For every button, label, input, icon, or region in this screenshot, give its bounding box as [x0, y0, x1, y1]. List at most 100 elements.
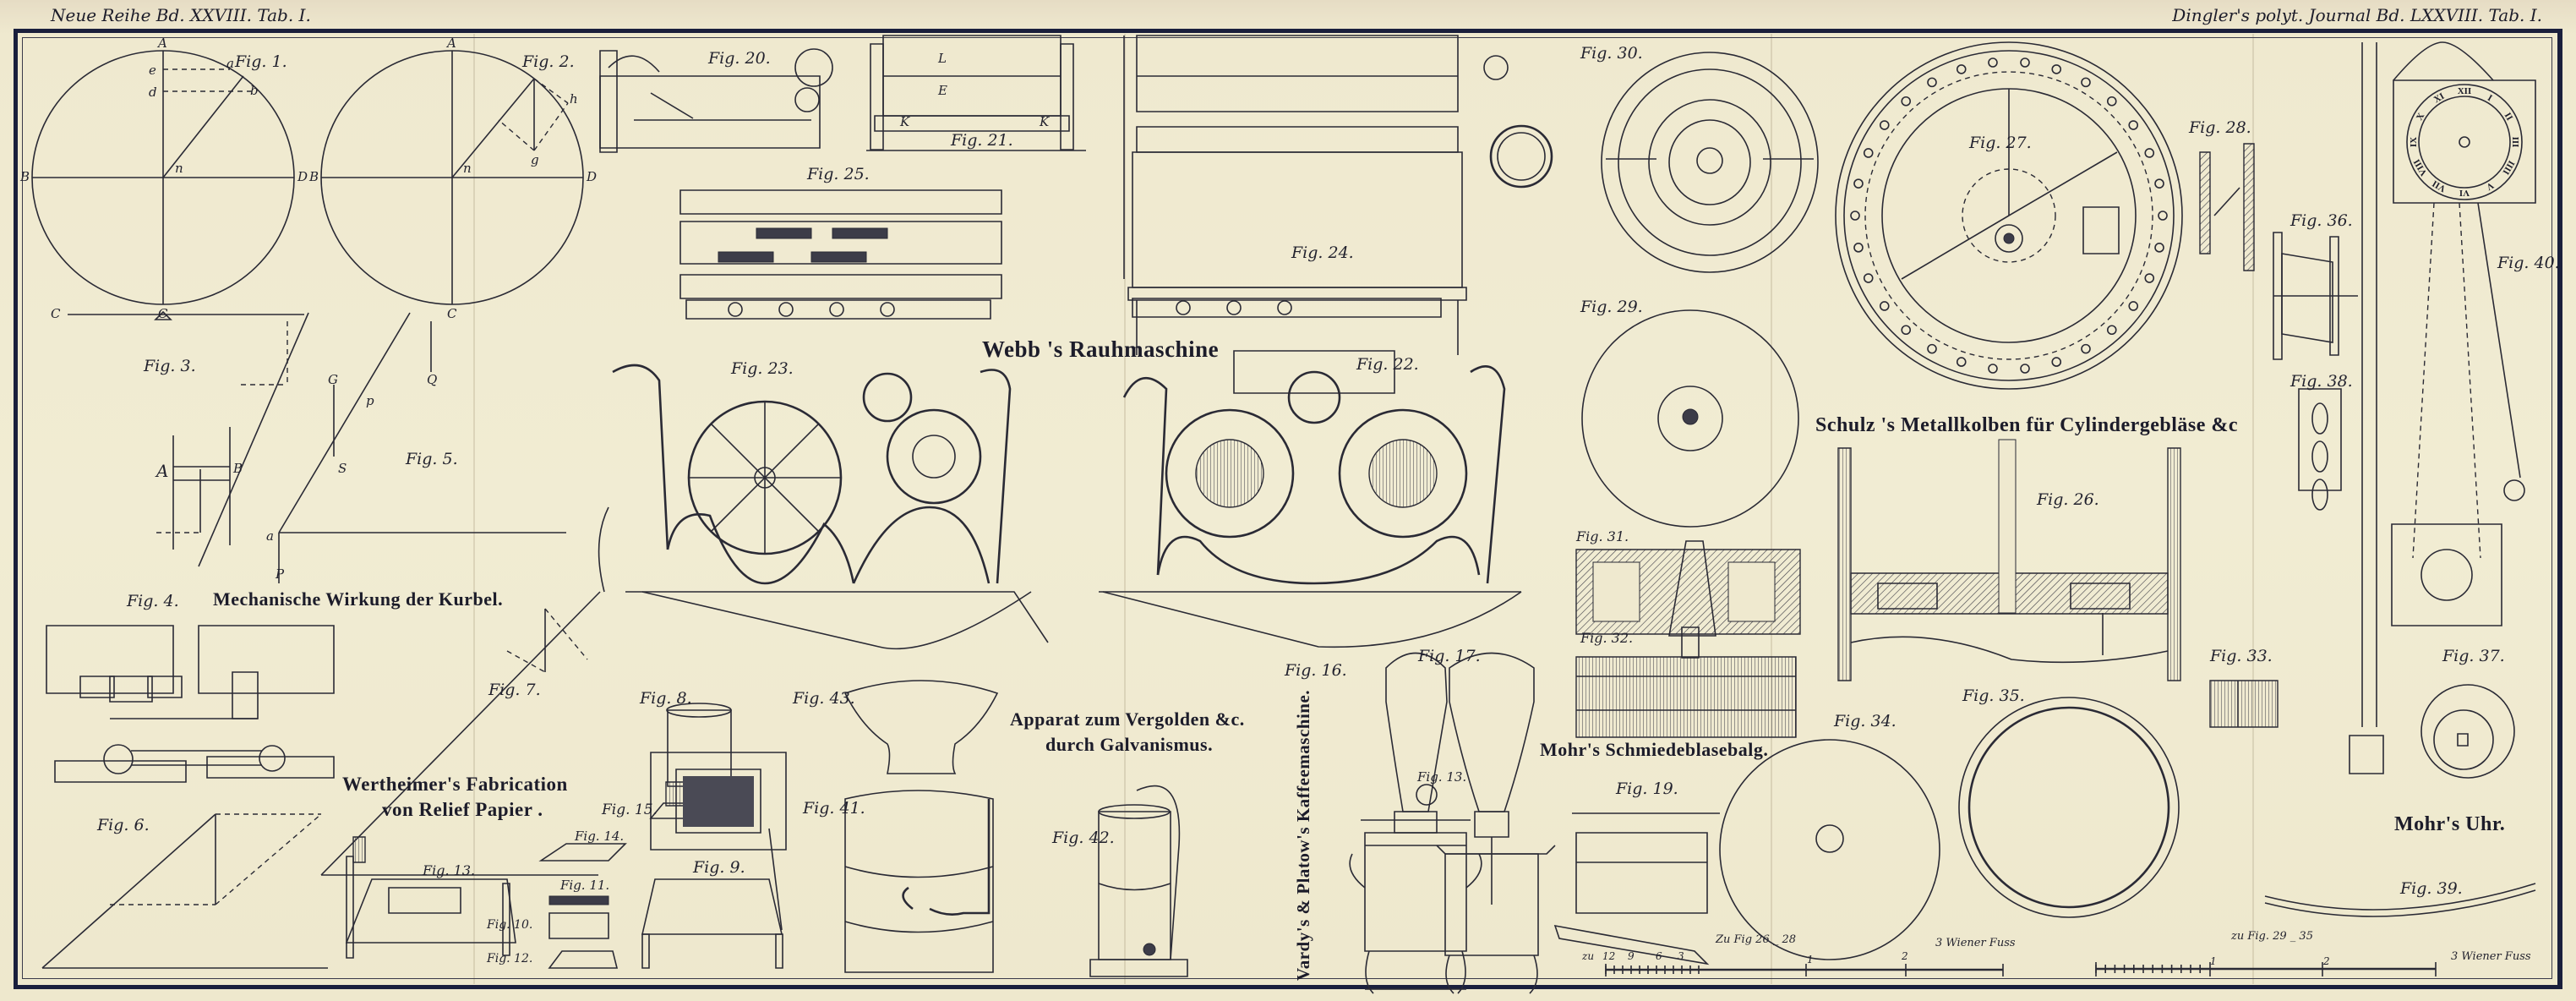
fig23-raising-machine-side	[599, 365, 1048, 648]
fig13-press-table	[347, 837, 516, 958]
clock-numeral: VII	[2431, 178, 2448, 194]
bolt-head	[1989, 58, 1997, 67]
point-label: C	[447, 306, 457, 321]
fig-label-6: Fig. 6.	[97, 816, 150, 834]
belt-diagrams	[686, 298, 1441, 319]
fig39-chain	[2265, 883, 2535, 916]
plate-series-header: Neue Reihe Bd. XXVIII. Tab. I.	[51, 5, 311, 25]
bolt-head	[2129, 302, 2137, 310]
fig-label-26: Fig. 26.	[2037, 490, 2099, 509]
title-mohr-uhr: Mohr's Uhr.	[2394, 813, 2506, 835]
fig-label-41: Fig. 41.	[803, 799, 865, 818]
fig37-escapement	[2421, 685, 2514, 778]
fig-label-19: Fig. 19.	[1616, 779, 1678, 798]
fig-label-43: Fig. 43.	[793, 689, 855, 708]
bolt-head	[1854, 179, 1863, 188]
bolt-head	[2155, 243, 2164, 252]
fold-line	[2252, 34, 2254, 984]
fig-label-5: Fig. 5.	[406, 450, 458, 468]
fig-label-14: Fig. 14.	[575, 829, 625, 844]
bolt-head	[2082, 345, 2090, 353]
bolt-head	[1957, 358, 1966, 366]
fig20-machine-side	[600, 49, 832, 152]
bolt-head	[1854, 243, 1863, 252]
bolt-head	[1864, 149, 1873, 157]
fig31-piston-section	[1576, 541, 1800, 636]
point-label: h	[570, 91, 578, 107]
point-label: D	[297, 169, 308, 184]
fig33-block	[2210, 681, 2278, 727]
fig41-gilding-vessel	[845, 790, 993, 972]
fig-label-7: Fig. 7.	[488, 681, 541, 699]
title-apparat-vergolden-line2: durch Galvanismus.	[1045, 734, 1214, 755]
point-label: a	[226, 56, 234, 71]
fig32-piston-elevation	[1576, 627, 1796, 737]
bolt-head	[2052, 65, 2060, 74]
fig-label-28: Fig. 28.	[2189, 118, 2251, 137]
fig28-ring-section	[2200, 144, 2254, 271]
scale1-tick-label: 1	[1807, 954, 1814, 965]
title-apparat-vergolden-line1: Apparat zum Vergolden &c.	[1010, 708, 1245, 730]
bolt-head	[1880, 302, 1889, 310]
clock-numeral: I	[2486, 93, 2494, 104]
point-label: B	[233, 461, 243, 476]
fig-label-13a: Fig. 13.	[423, 862, 476, 878]
fig2-circle-diagram	[321, 51, 583, 304]
scale1-caption: Zu Fig 26 _ 28	[1716, 933, 1797, 946]
bolt-head	[1880, 121, 1889, 129]
fig6-triangle	[42, 814, 328, 968]
clock-numeral: VI	[2459, 188, 2470, 198]
point-label: A	[447, 36, 456, 51]
point-label: n	[175, 161, 183, 176]
title-wertheimer-line1: Wertheimer's Fabrication	[342, 774, 568, 795]
fig10-14-small-parts	[541, 844, 625, 968]
scale1-prefix: zu	[1582, 950, 1595, 962]
bolt-head	[1864, 274, 1873, 282]
fig-label-40: Fig. 40.	[2497, 254, 2560, 272]
fig-label-25: Fig. 25.	[807, 165, 870, 183]
bolt-head	[2129, 121, 2137, 129]
fig-label-31: Fig. 31.	[1576, 528, 1629, 544]
fig-label-23: Fig. 23.	[731, 359, 794, 378]
fig-label-17: Fig. 17.	[1418, 647, 1481, 665]
scale1-tick-label: 6	[1656, 950, 1662, 962]
fig-label-21: Fig. 21.	[951, 131, 1013, 150]
fig7-triangle	[321, 592, 600, 875]
point-label: a	[266, 528, 274, 544]
scale2-tick-label: 1	[2210, 955, 2217, 967]
bolt-head	[2052, 358, 2060, 366]
bolt-head	[1851, 211, 1859, 220]
fig-label-35: Fig. 35.	[1962, 686, 2025, 705]
title-mechanische-wirkung: Mechanische Wirkung der Kurbel.	[213, 588, 504, 610]
fig5-force-diagram	[279, 313, 566, 583]
scale1-tick-label: 9	[1628, 950, 1635, 962]
clock-numeral: IX	[2409, 137, 2419, 147]
fig43-bowl	[845, 681, 997, 774]
point-label: L	[938, 51, 947, 66]
scale1-tick-label: 2	[1902, 950, 1908, 962]
bolt-head	[2021, 364, 2029, 373]
bolt-head	[1928, 78, 1936, 86]
fig-label-37: Fig. 37.	[2442, 647, 2505, 665]
point-label: b	[250, 83, 259, 98]
point-label: g	[531, 152, 539, 167]
fig-label-15: Fig. 15.	[602, 801, 658, 818]
bolt-head	[2108, 325, 2116, 334]
fig-label-3: Fig. 3.	[144, 357, 196, 375]
scale2-unit: 3 Wiener Fuss	[2451, 950, 2531, 963]
fig34-disc	[1720, 740, 1940, 960]
fig-label-8: Fig. 8.	[640, 689, 692, 708]
title-wertheimer-line2: von Relief Papier .	[382, 799, 543, 820]
bolt-head	[1902, 325, 1910, 334]
point-label: A	[156, 461, 169, 481]
point-label: K	[900, 114, 910, 129]
fig27-piston-ring	[1836, 42, 2182, 389]
point-label: C	[51, 306, 61, 321]
fig-label-22: Fig. 22.	[1356, 355, 1419, 374]
clock-numeral: III	[2510, 137, 2520, 148]
point-label: A	[158, 36, 167, 51]
point-label: n	[463, 161, 472, 176]
fig27-bolts	[1851, 58, 2167, 373]
